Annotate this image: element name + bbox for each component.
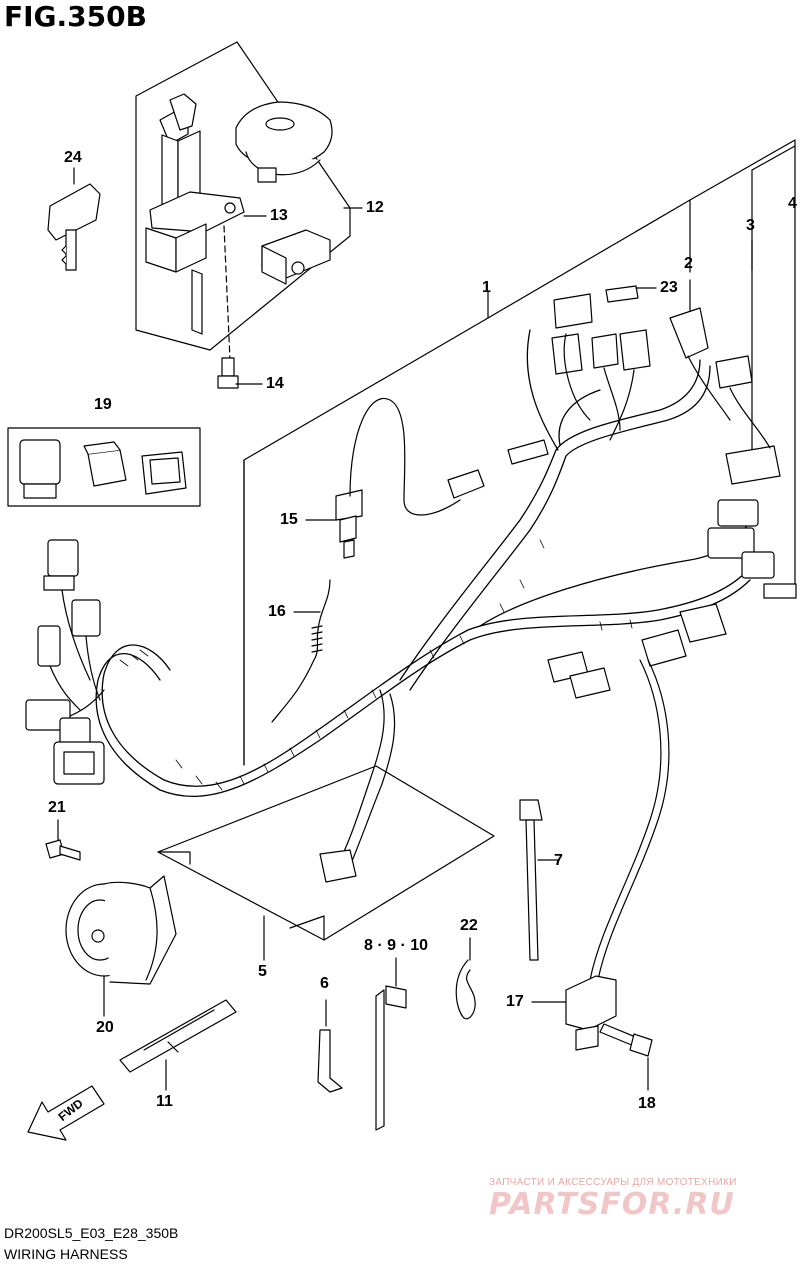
fuel-cap-part [235,101,333,183]
sensor-15-wire [349,397,461,516]
callout-16: 16 [268,603,286,620]
left-connector-cluster [25,539,105,785]
panel-12-outline [135,41,351,351]
connector-19b-part [83,441,127,487]
fwd-arrow-icon [27,1085,105,1141]
watermark-tagline: ЗАПЧАСТИ И АКСЕССУАРЫ ДЛЯ МОТОТЕХНИКИ [489,1177,737,1188]
diagram-title: WIRING HARNESS [4,1246,128,1262]
figure-title: FIG.350B [4,0,147,33]
sensor-15-part [335,489,363,559]
right-connector-stack [547,499,797,699]
callout-6: 6 [320,975,329,992]
callout-20: 20 [96,1019,114,1036]
clamp-7-part [519,799,543,961]
ignition-switch-part [145,93,245,335]
callout-5: 5 [258,963,267,980]
callout-7: 7 [554,852,563,869]
callout-18: 18 [638,1095,656,1112]
watermark-brand: PARTSFOR.RU [489,1187,735,1222]
harness-wrap-texture [119,539,633,791]
callout-21: 21 [48,799,66,816]
sensor-17-branch [589,659,670,981]
callout-8-9-10: 8 · 9 · 10 [364,937,429,954]
callout-11: 11 [156,1093,173,1110]
lower-branch [319,689,396,883]
callout-13: 13 [270,207,288,224]
band-11-part [119,999,237,1073]
tie-8-9-10-part [375,985,407,1131]
connector-19a-part [19,439,61,499]
horn-20-part [65,875,177,985]
callout-23: 23 [660,279,678,296]
leader-13-screw [223,225,231,361]
clamp-6-part [317,1029,343,1093]
top-right-wires [563,333,771,449]
plate-5-part [157,765,495,941]
callout-12: 12 [366,199,384,216]
key-cover-part [261,229,331,285]
top-right-connectors [551,285,781,485]
connector-19c-part [141,451,187,495]
callout-14: 14 [266,375,284,392]
misc-leaders [73,167,657,613]
callout-1: 1 [482,279,491,296]
callout-4: 4 [788,195,797,212]
screw-14-part [217,357,239,389]
callout-22: 22 [460,917,478,934]
callout-3: 3 [746,217,755,234]
sensor-17-part [565,975,617,1051]
main-harness-trunk [95,329,751,798]
callout-24: 24 [64,149,82,166]
clip-22-part [455,959,476,1020]
callout-2: 2 [684,255,693,272]
callout-15: 15 [280,511,298,528]
panel-19-outline [7,427,201,507]
spring-16-part [271,579,331,723]
key-24-part [47,183,101,271]
mid-connectors [447,439,549,499]
bolt-18-part [599,1023,653,1057]
bolt-21-part [45,839,81,861]
callout-17: 17 [506,993,524,1010]
diagram-code: DR200SL5_E03_E28_350B [4,1225,179,1241]
left-cluster-wires [49,589,105,717]
callout-19: 19 [94,396,112,413]
